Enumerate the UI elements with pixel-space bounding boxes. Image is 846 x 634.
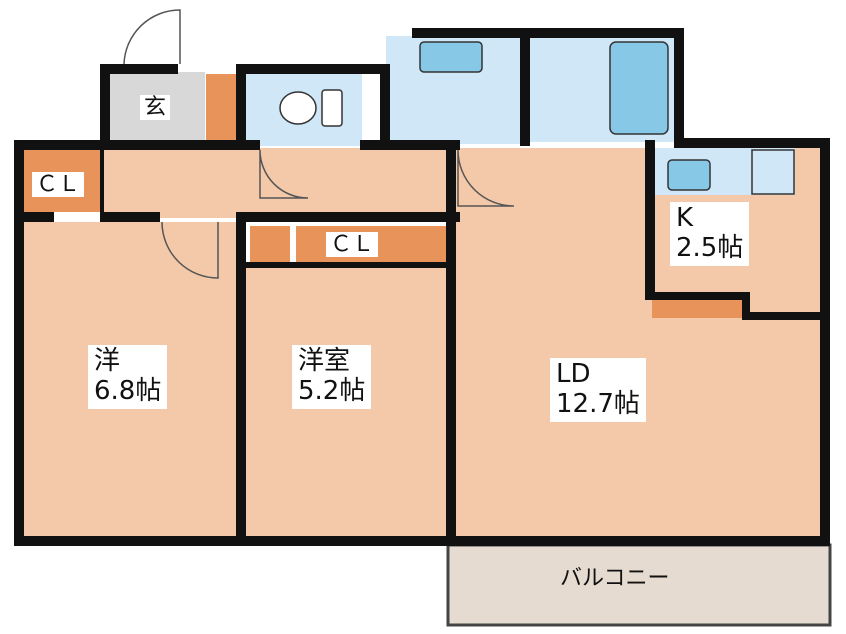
wall-segment <box>100 64 178 74</box>
bathtub-icon <box>609 41 669 135</box>
wall-segment <box>645 140 655 300</box>
wall-segment <box>674 28 684 148</box>
wall-segment <box>14 210 24 546</box>
balcony-label: バルコニー <box>556 566 674 592</box>
wall-segment <box>236 64 246 150</box>
wall-segment <box>236 64 390 74</box>
wall-segment <box>645 292 750 300</box>
wall-segment <box>236 212 460 222</box>
wall-segment <box>742 312 827 320</box>
floor-fills <box>22 36 826 540</box>
western-left-label: 洋 6.8帖 <box>88 345 168 409</box>
wall-segment <box>100 146 104 216</box>
wall-segment <box>360 140 460 150</box>
ld-name: LD <box>556 359 591 389</box>
wall-segment <box>380 64 390 146</box>
door-swing-icon <box>457 149 515 207</box>
wall-segment <box>100 64 110 150</box>
balcony-label-text: バルコニー <box>560 566 670 591</box>
kitchen-label: K 2.5帖 <box>670 202 750 266</box>
wall-segment <box>236 212 246 542</box>
washbasin-icon <box>419 41 483 73</box>
wall-segment <box>742 292 750 320</box>
wall-segment <box>446 140 456 542</box>
doors <box>123 9 515 279</box>
wall-segment <box>100 140 260 150</box>
hall-floor <box>104 148 456 218</box>
kitchen-name: K <box>676 203 694 233</box>
kitchen-storage-fill <box>652 300 747 318</box>
ld-label: LD 12.7帖 <box>550 358 646 422</box>
closet-middle-label: ＣＬ <box>326 232 379 258</box>
wall-segment <box>520 36 530 146</box>
western-middle-label: 洋室 5.2帖 <box>292 345 372 409</box>
wall-segment <box>412 28 682 38</box>
western-left-name: 洋 <box>94 346 121 376</box>
wall-segment <box>100 212 160 222</box>
door-swing-icon <box>161 221 219 279</box>
wall-segment <box>246 262 456 268</box>
wall-segment <box>14 140 24 220</box>
kitchen-size: 2.5帖 <box>676 232 744 263</box>
walls <box>14 28 830 546</box>
western-middle-name: 洋室 <box>298 346 351 376</box>
door-swing-icon <box>259 149 309 199</box>
fixtures <box>279 41 795 195</box>
wall-segment <box>678 138 830 148</box>
closet-middle-label-text: ＣＬ <box>330 232 375 257</box>
sink-icon <box>667 159 711 191</box>
wall-segment <box>14 140 110 150</box>
closet-small-fill <box>250 226 290 262</box>
door-swing-icon <box>123 9 181 65</box>
entrance-label: 玄 <box>140 95 171 121</box>
closet-left-label-text: ＣＬ <box>36 172 81 197</box>
entrance-label-text: 玄 <box>144 95 167 120</box>
closet-left-label: ＣＬ <box>32 172 85 198</box>
wall-segment <box>14 212 54 222</box>
toilet-icon <box>279 89 343 127</box>
wall-segment <box>820 148 830 546</box>
western-middle-size: 5.2帖 <box>298 375 366 406</box>
stove-icon <box>751 149 795 195</box>
western-left-size: 6.8帖 <box>94 375 162 406</box>
wall-segment <box>14 536 830 546</box>
ld-size: 12.7帖 <box>556 388 640 419</box>
entrance-storage-fill <box>206 74 236 144</box>
